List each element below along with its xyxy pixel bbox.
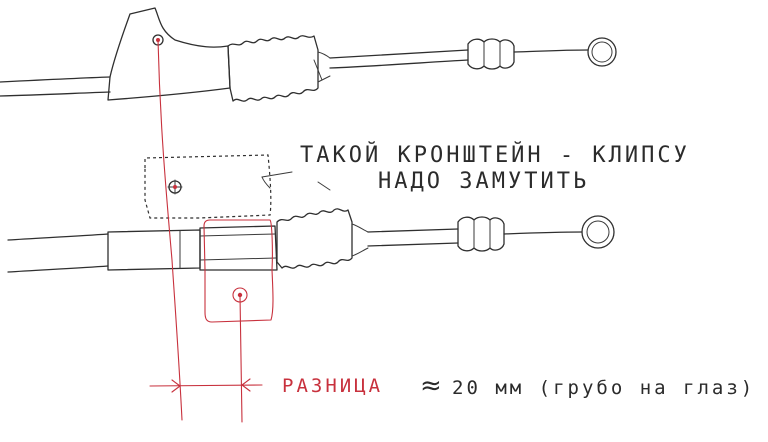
top-boot bbox=[227, 35, 319, 102]
top-cable-assembly bbox=[0, 7, 617, 102]
note-line-1: ТАКОЙ КРОНШТЕЙН - КЛИПСУ bbox=[300, 142, 690, 168]
handwritten-notes: ТАКОЙ КРОНШТЕЙН - КЛИПСУ НАДО ЗАМУТИТЬ Р… bbox=[282, 142, 755, 401]
reference-line-clip-hole bbox=[239, 294, 243, 423]
difference-dimension-line bbox=[149, 384, 263, 387]
reference-line-top-hole bbox=[157, 39, 183, 421]
bottom-ball-end bbox=[581, 215, 615, 249]
bottom-bracket-body bbox=[199, 225, 278, 271]
red-markup bbox=[149, 38, 274, 423]
approx-symbol: ≈ bbox=[420, 371, 442, 401]
bottom-sleeve bbox=[107, 229, 201, 271]
planned-bracket-outline bbox=[144, 154, 331, 219]
bottom-cable-assembly bbox=[7, 208, 615, 273]
bottom-boot bbox=[276, 208, 353, 269]
difference-label: РАЗНИЦА bbox=[282, 375, 383, 397]
top-ball-end bbox=[587, 37, 617, 67]
bottom-barrel bbox=[457, 216, 505, 252]
note-line-2: НАДО ЗАМУТИТЬ bbox=[378, 169, 589, 194]
difference-value: 20 мм (грубо на глаз) bbox=[452, 377, 755, 399]
existing-clip-outline bbox=[203, 219, 274, 323]
top-bracket bbox=[107, 7, 231, 101]
top-barrel bbox=[467, 38, 515, 70]
